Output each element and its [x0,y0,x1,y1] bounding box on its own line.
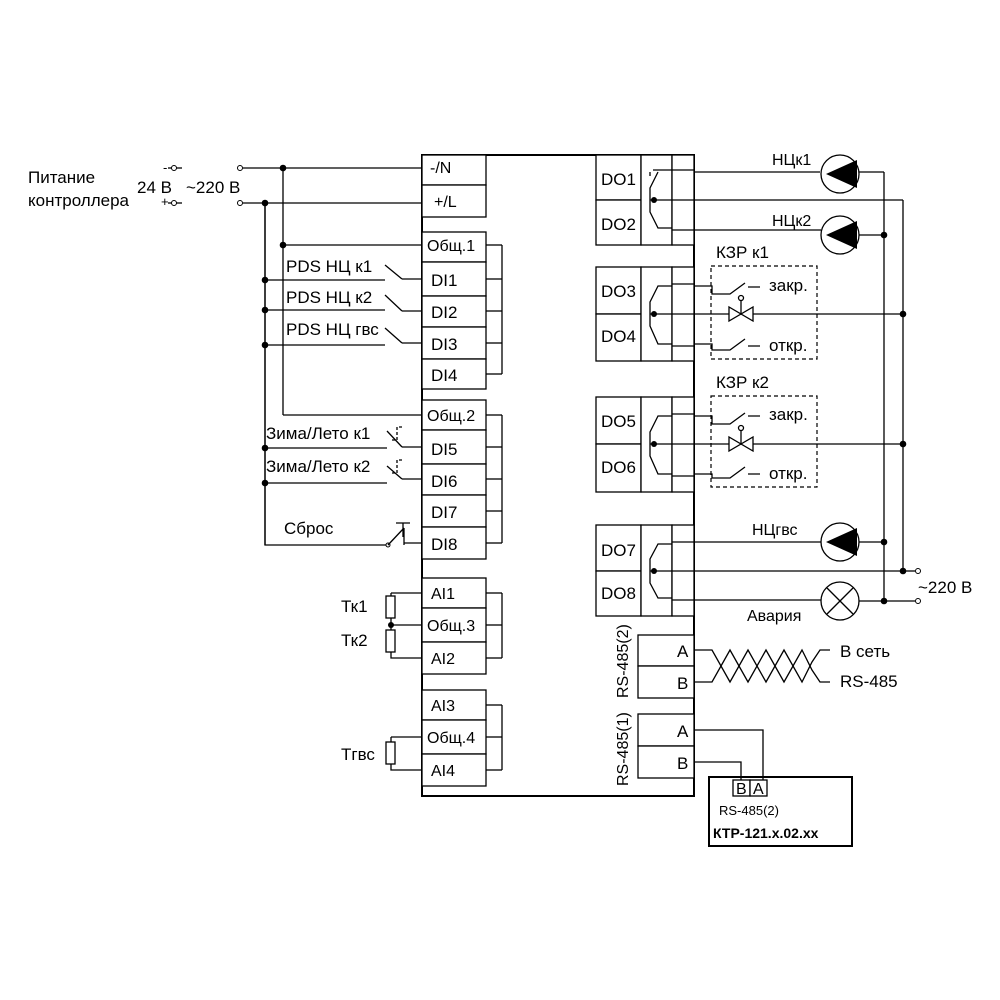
terminal-label-di2: DI2 [431,303,457,322]
sensor-tk1: Тк1 [341,592,422,625]
terminal-label-do6: DO6 [601,458,636,477]
sensor-label-tk2: Тк2 [341,631,368,650]
terminal-label-com4: Общ.4 [427,730,475,747]
input-label-pds-k2: PDS НЦ к2 [286,288,372,307]
rs485-port-2: A B RS-485(2) [615,624,695,699]
winter-summer-k1-switch: Зима/Лето к1 [265,424,422,449]
relay-block-do3-do4: DO3 DO4 [595,266,695,362]
relay-block-do1-do2: DO1 DO2 [595,154,695,246]
module-port-label: RS-485(2) [719,803,779,818]
rs485-1-terminal-b: B [677,754,688,773]
terminal-label-di4: DI4 [431,366,457,385]
power-plus-sign: + [161,194,169,209]
terminal-line [237,200,243,206]
valve-k1-close-label: закр. [769,276,808,295]
sensor-tgvs: Тгвс [341,736,422,771]
terminal-label-do1: DO1 [601,170,636,189]
di-group-1: -/N +/L Общ.1 DI1 DI2 DI3 DI4 [421,154,503,390]
supply-terminal-minus [171,165,177,171]
terminal-label-neutral: -/N [430,160,451,177]
network-label-line2: RS-485 [840,672,898,691]
rs485-1-terminal-a: A [677,722,689,741]
rs485-2-terminal-b: B [677,674,688,693]
input-buses [261,164,422,545]
terminal-neutral [237,165,243,171]
terminal-label-ai1: AI1 [431,586,455,603]
terminal-label-com3: Общ.3 [427,618,475,635]
valve-k2-close-label: закр. [769,405,808,424]
terminal-label-ai2: AI2 [431,651,455,668]
terminal-label-ai4: AI4 [431,763,455,780]
terminal-label-do2: DO2 [601,215,636,234]
module-terminal-a: A [753,781,764,798]
terminal-label-di3: DI3 [431,335,457,354]
ai-group-1: AI1 Общ.3 AI2 [421,577,503,675]
terminal-label-di8: DI8 [431,535,457,554]
power-label-line1: Питание [28,168,95,187]
sensor-tk2: Тк2 [341,622,422,659]
pump-label-k1: НЦк1 [772,152,811,169]
power-supply-section: Питание контроллера 24 В ~220 В - + [28,160,422,210]
right-buses: ~220 В [880,172,972,605]
valve-k2-open-label: откр. [769,464,807,483]
terminal-label-com2: Общ.2 [427,408,475,425]
pump-nc-gvs: НЦгвс [694,522,903,572]
power-minus-sign: - [163,160,167,175]
terminal-label-com1: Общ.1 [427,238,475,255]
terminal-label-di6: DI6 [431,472,457,491]
winter-summer-k2-switch: Зима/Лето к2 [265,457,422,484]
rs485-2-label: RS-485(2) [615,624,632,698]
terminal-label-do5: DO5 [601,412,636,431]
relay-block-do7-do8: DO7 DO8 [595,524,695,617]
power-ac-voltage: ~220 В [186,178,240,197]
rs485-port-1: A B RS-485(1) [615,712,695,786]
sensor-label-tk1: Тк1 [341,597,368,616]
rs485-network-link: В сеть RS-485 [694,642,898,691]
pump-label-k2: НЦк2 [772,213,811,230]
valve-kzr-k1: КЗР к1 закр. откр. [694,243,903,360]
input-label-winter-summer-k2: Зима/Лето к2 [266,457,370,476]
input-label-reset: Сброс [284,519,334,538]
alarm-lamp: Авария [694,581,884,625]
pds-nc-k1-switch: PDS НЦ к1 [265,257,422,281]
valve-label-k1: КЗР к1 [716,243,769,262]
rs485-1-label: RS-485(1) [615,712,632,786]
module-terminal-b: B [736,781,747,798]
relay-block-do5-do6: DO5 DO6 [595,396,695,493]
terminal-label-line: +/L [434,194,457,211]
valve-label-k2: КЗР к2 [716,373,769,392]
terminal-label-di5: DI5 [431,440,457,459]
power-label-line2: контроллера [28,191,130,210]
mains-label: ~220 В [918,578,972,597]
terminal-label-do8: DO8 [601,584,636,603]
input-label-winter-summer-k1: Зима/Лето к1 [266,424,370,443]
module-model-label: КТР-121.x.02.xx [713,825,819,841]
terminal-label-di1: DI1 [431,271,457,290]
sensor-label-tgvs: Тгвс [341,745,375,764]
input-label-pds-k1: PDS НЦ к1 [286,257,372,276]
rs485-2-terminal-a: A [677,642,689,661]
di-group-2: Общ.2 DI5 DI6 DI7 DI8 [421,399,503,560]
alarm-label: Авария [747,608,801,625]
pds-nc-gvs-switch: PDS НЦ гвс [265,320,422,346]
input-label-pds-gvs: PDS НЦ гвс [286,320,379,339]
reset-button: Сброс [264,203,422,548]
supply-terminal-plus [171,200,177,206]
terminal-label-ai3: AI3 [431,698,455,715]
pump-nc-k2: НЦк2 [694,213,884,255]
ai-group-2: AI3 Общ.4 AI4 [421,689,503,787]
pds-nc-k2-switch: PDS НЦ к2 [265,288,422,312]
terminal-label-do3: DO3 [601,282,636,301]
ktr-module: B A RS-485(2) КТР-121.x.02.xx [694,729,853,847]
network-label-line1: В сеть [840,642,890,661]
valve-kzr-k2: КЗР к2 закр. откр. [694,373,903,488]
valve-k1-open-label: откр. [769,336,807,355]
pump-label-gvs: НЦгвс [752,522,798,539]
terminal-label-do7: DO7 [601,541,636,560]
pump-nc-k1: НЦк1 [694,152,903,201]
terminal-label-di7: DI7 [431,503,457,522]
power-dc-voltage: 24 В [137,178,172,197]
terminal-label-do4: DO4 [601,327,636,346]
